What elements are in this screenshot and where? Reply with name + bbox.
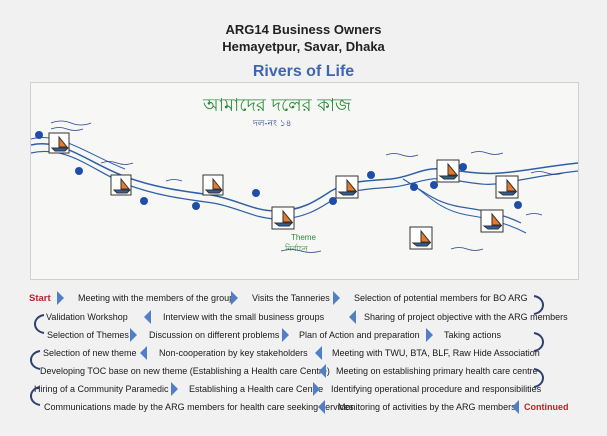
step-non-cooperation: Non-cooperation by key stakeholders: [159, 348, 308, 358]
turn-arrow-icon: [533, 295, 544, 315]
theme-label: Theme: [291, 233, 316, 242]
chevron-right-icon: [171, 382, 178, 396]
chevron-right-icon: [333, 291, 340, 305]
chevron-right-icon: [231, 291, 238, 305]
step-interview-groups: Interview with the small business groups: [163, 312, 325, 322]
step-selection-new-theme: Selection of new theme: [43, 348, 137, 358]
theme-label-bn: নির্বাচন: [285, 244, 308, 253]
chevron-left-icon: [318, 400, 325, 414]
step-taking-actions: Taking actions: [444, 330, 502, 340]
step-validation-workshop: Validation Workshop: [46, 312, 128, 322]
start-label: Start: [29, 293, 51, 304]
chevron-left-icon: [140, 346, 147, 360]
chevron-left-icon: [315, 346, 322, 360]
step-selection-themes: Selection of Themes: [47, 330, 129, 340]
report-title: ARG14 Business Owners: [225, 22, 382, 37]
step-establishing-centre: Establishing a Health care Centre: [189, 384, 324, 394]
step-discussion-problems: Discussion on different problems: [149, 330, 280, 340]
turn-arrow-icon: [533, 368, 544, 388]
report-location: Hemayetpur, Savar, Dhaka: [222, 39, 385, 54]
turn-arrow-icon: [30, 350, 41, 370]
river-of-life-photo: আমাদের দলের কাজ দল-নং ১৪ Theme নির্বাচন: [30, 82, 579, 280]
step-sharing-objective: Sharing of project objective with the AR…: [364, 312, 568, 322]
step-meeting-twu: Meeting with TWU, BTA, BLF, Raw Hide Ass…: [332, 348, 540, 358]
chevron-left-icon: [144, 310, 151, 324]
step-meeting-members: Meeting with the members of the group: [78, 293, 235, 303]
step-identifying-procedure: Identifying operational procedure and re…: [331, 384, 542, 394]
turn-arrow-icon: [533, 332, 544, 352]
handwritten-title: আমাদের দলের কাজ: [203, 95, 352, 116]
step-monitoring: Monitoring of activities by the ARG memb…: [338, 402, 516, 412]
step-plan-action: Plan of Action and preparation: [299, 330, 420, 340]
chevron-left-icon: [512, 400, 519, 414]
turn-arrow-icon: [30, 386, 41, 406]
chevron-left-icon: [319, 364, 326, 378]
rivers-of-life-heading: Rivers of Life: [252, 63, 355, 80]
chevron-right-icon: [57, 291, 64, 305]
step-developing-toc: Developing TOC base on new theme (Establ…: [40, 366, 330, 376]
step-meeting-health-centre: Meeting on establishing primary health c…: [336, 366, 538, 376]
continued-label: Continued: [524, 402, 569, 412]
chevron-left-icon: [349, 310, 356, 324]
step-selection-bo-arg: Selection of potential members for BO AR…: [354, 293, 528, 303]
chevron-right-icon: [313, 382, 320, 396]
step-visits-tanneries: Visits the Tanneries: [252, 293, 330, 303]
boat-icon: [48, 132, 519, 250]
step-hiring-paramedic: Hiring of a Community Paramedic: [34, 384, 169, 394]
step-communications: Communications made by the ARG members f…: [44, 402, 354, 412]
handwritten-subtitle: দল-নং ১৪: [253, 119, 292, 129]
chevron-right-icon: [426, 328, 433, 342]
river-drawing: [31, 83, 578, 279]
chevron-right-icon: [130, 328, 137, 342]
turn-arrow-icon: [34, 314, 45, 334]
chevron-right-icon: [282, 328, 289, 342]
